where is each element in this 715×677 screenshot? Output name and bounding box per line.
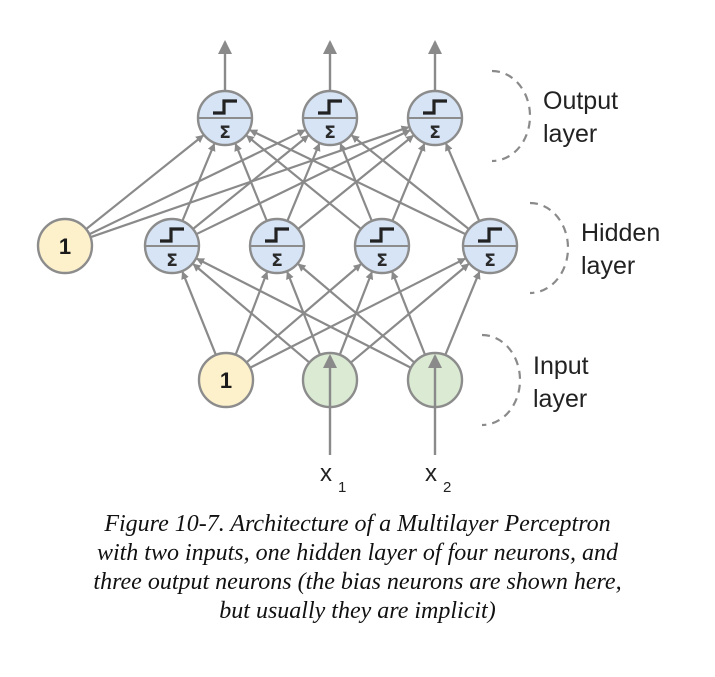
input-layer-label: layer (533, 385, 587, 413)
step-function-icon (318, 99, 342, 115)
bias-circle (36, 217, 94, 275)
hidden-bias-neuron: 1 (36, 217, 94, 275)
step-function-icon (265, 227, 289, 243)
hidden-neuron: Σ (143, 217, 201, 275)
neurons: Σ Σ Σ Σ Σ Σ Σ 1 1 (36, 89, 519, 409)
input-neuron (301, 351, 359, 409)
sigma-symbol: Σ (219, 123, 231, 143)
output-neuron: Σ (406, 89, 464, 147)
hidden-layer-label: Hidden (581, 219, 660, 247)
sigma-symbol: Σ (429, 123, 441, 143)
output-neuron: Σ (196, 89, 254, 147)
hidden-neuron: Σ (248, 217, 306, 275)
connection-edge (85, 134, 204, 230)
bias-label: 1 (59, 234, 71, 259)
connection-edge (234, 271, 269, 356)
sigma-symbol: Σ (484, 251, 496, 271)
connection-edge (391, 142, 426, 222)
sigma-symbol: Σ (376, 251, 388, 271)
sigma-symbol: Σ (324, 123, 336, 143)
step-function-icon (213, 99, 237, 115)
bias-circle (197, 351, 255, 409)
sigma-symbol: Σ (166, 251, 178, 271)
input-layer-label: Input (533, 352, 589, 380)
input-neuron (406, 351, 464, 409)
connection-edge (88, 129, 306, 236)
input-bias-neuron: 1 (197, 351, 255, 409)
input-layer-brace (481, 333, 522, 427)
connection-edge (445, 142, 481, 222)
connection-edge (90, 125, 410, 239)
caption-line: three output neurons (the bias neurons a… (93, 569, 622, 595)
caption-line: Figure 10-7. Architecture of a Multilaye… (104, 511, 611, 537)
hidden-layer-brace (529, 201, 570, 295)
output-layer-brace (491, 69, 532, 163)
connection-edge (245, 134, 362, 230)
caption-line: but usually they are implicit) (219, 598, 496, 624)
hidden-neuron: Σ (461, 217, 519, 275)
connection-edge (351, 134, 470, 230)
step-function-icon (370, 227, 394, 243)
connection-edge (245, 263, 362, 364)
connection-edge (444, 270, 481, 356)
input-label: x (320, 460, 332, 487)
caption-line: with two inputs, one hidden layer of fou… (96, 540, 619, 566)
connection-edge (249, 257, 466, 369)
connection-edge (391, 271, 427, 356)
output-neuron: Σ (301, 89, 359, 147)
hidden-neuron: Σ (353, 217, 411, 275)
step-function-icon (423, 99, 447, 115)
bias-label: 1 (220, 368, 232, 393)
step-function-icon (478, 227, 502, 243)
connection-edge (181, 271, 217, 356)
input-label: x (425, 460, 437, 487)
sigma-symbol: Σ (271, 251, 283, 271)
input-subscript: 2 (443, 479, 451, 496)
output-layer-label: layer (543, 120, 597, 148)
figure-caption: Figure 10-7. Architecture of a Multilaye… (0, 510, 715, 626)
step-function-icon (160, 227, 184, 243)
connection-edge (249, 129, 467, 236)
input-subscript: 1 (338, 479, 346, 496)
hidden-layer-label: layer (581, 252, 635, 280)
connection-edges (85, 125, 481, 369)
output-layer-label: Output (543, 87, 618, 115)
